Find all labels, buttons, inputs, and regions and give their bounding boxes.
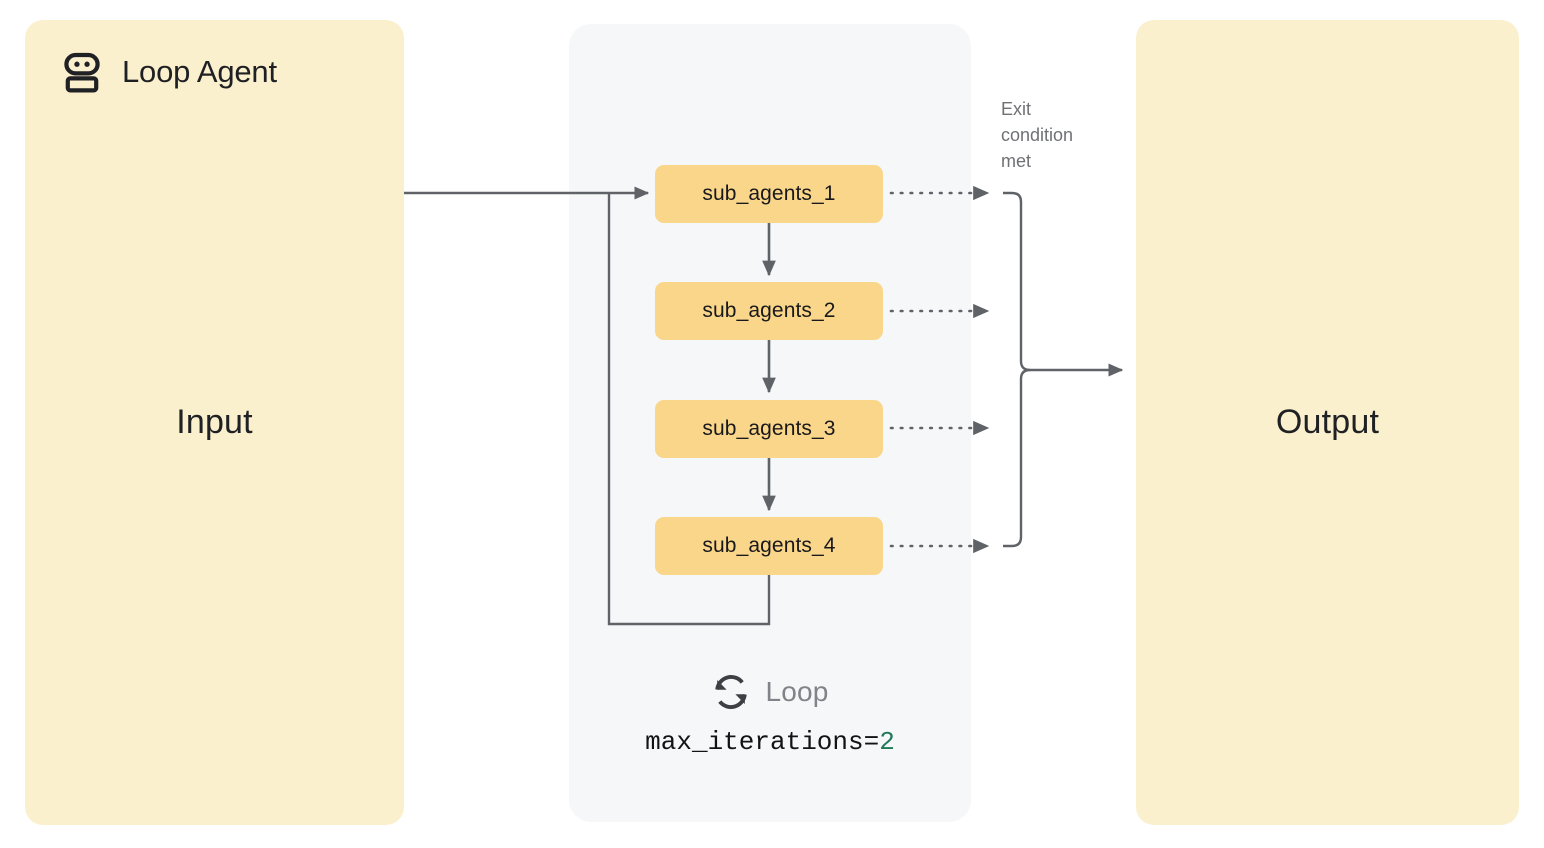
max-iterations-key: max_iterations=: [645, 727, 880, 757]
sub-agent-box-1[interactable]: sub_agents_1: [655, 165, 883, 223]
max-iterations-line: max_iterations=2: [569, 727, 971, 757]
input-panel: Input: [25, 20, 404, 825]
sub-agent-label: sub_agents_4: [702, 534, 836, 557]
sub-agent-label: sub_agents_2: [702, 299, 836, 322]
sub-agent-box-3[interactable]: sub_agents_3: [655, 400, 883, 458]
loop-agent-title: Loop Agent: [122, 54, 277, 89]
loop-footer: Loop max_iterations=2: [569, 665, 971, 757]
loop-label: Loop: [765, 676, 829, 707]
max-iterations-value: 2: [879, 727, 895, 757]
input-label: Input: [176, 403, 253, 441]
output-panel: Output: [1136, 20, 1519, 825]
loop-row: Loop: [569, 665, 971, 719]
loop-icon: [711, 672, 751, 712]
sub-agent-label: sub_agents_3: [702, 417, 836, 440]
sub-agent-box-4[interactable]: sub_agents_4: [655, 517, 883, 575]
exit-condition-annotation: Exit condition met: [1001, 99, 1074, 171]
loop-agent-header: Loop Agent: [60, 44, 277, 100]
output-label: Output: [1275, 403, 1380, 441]
edge-brace-lower: [1003, 368, 1031, 548]
sub-agent-box-2[interactable]: sub_agents_2: [655, 282, 883, 340]
edge-brace-upper-to-output: [1003, 191, 1124, 377]
sub-agent-label: sub_agents_1: [702, 182, 836, 205]
robot-icon: [60, 50, 104, 94]
